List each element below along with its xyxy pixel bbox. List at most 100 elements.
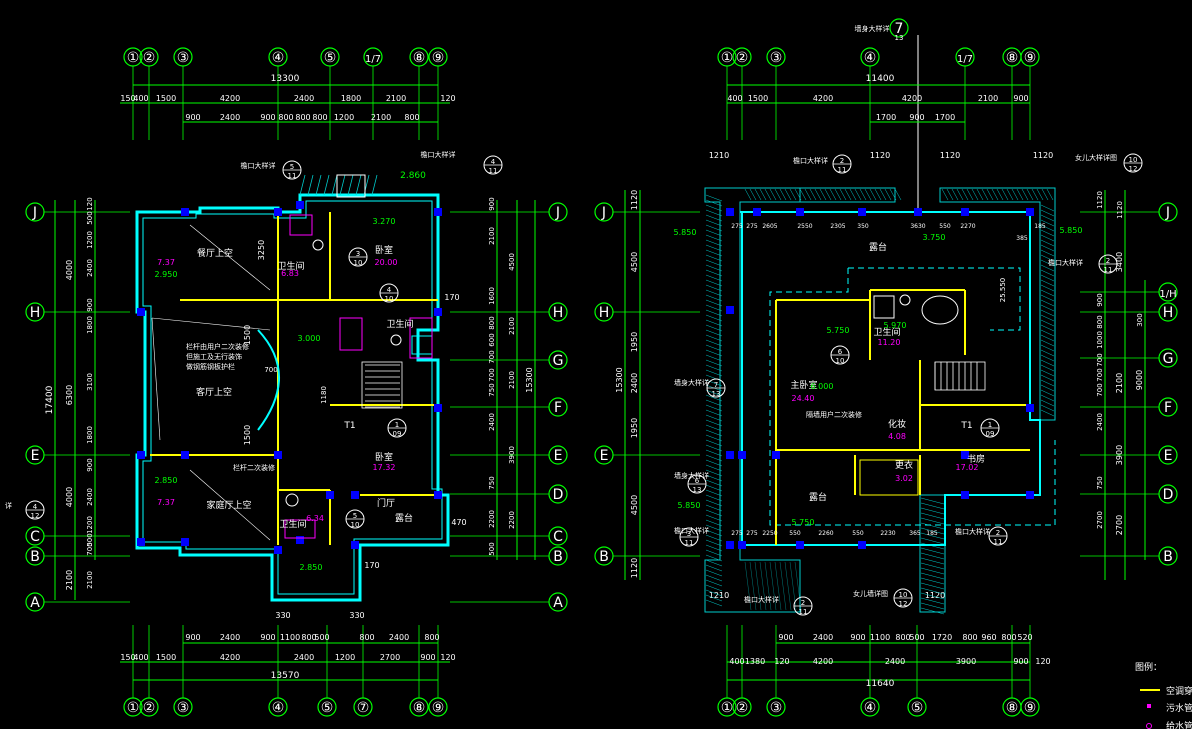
bottom-axis-bubble-label: ⑦ xyxy=(357,700,370,716)
dim-value: 1800 xyxy=(86,316,94,334)
dim-value: 470 xyxy=(451,518,466,527)
right-axis-bubble-label: J xyxy=(555,205,560,221)
area-value: 5.850 xyxy=(1060,226,1083,235)
roof-hatch xyxy=(749,561,757,611)
roof-hatch xyxy=(705,244,723,252)
area-value: 2.850 xyxy=(300,563,323,572)
column xyxy=(726,541,734,549)
roof-hatch xyxy=(705,299,723,307)
top-axis-bubble-label: 1/7 xyxy=(365,54,381,65)
area-value: 11.20 xyxy=(878,338,901,347)
column xyxy=(434,404,442,412)
roof-hatch xyxy=(1040,309,1055,317)
room-label: 书房 xyxy=(967,453,985,465)
dim-value: 900 xyxy=(86,298,94,311)
dim-value: 800 xyxy=(962,633,977,642)
roof-hatch xyxy=(371,174,378,196)
roof-hatch xyxy=(764,188,772,201)
right-axis-bubble-label: H xyxy=(1163,305,1174,321)
roof-hatch xyxy=(920,572,945,580)
dim-value: 500 xyxy=(86,533,94,546)
dim-value: 700 xyxy=(488,368,496,381)
roof-hatch xyxy=(854,188,862,201)
roof-hatch xyxy=(705,599,723,607)
roof-hatch xyxy=(705,194,723,202)
roof-hatch xyxy=(705,199,723,207)
column xyxy=(434,491,442,499)
roof-hatch xyxy=(1040,254,1055,262)
callout-label: 墙身大样详 xyxy=(674,471,709,480)
dim-value: 4200 xyxy=(813,657,833,666)
bottom-axis-bubble-label: ⑤ xyxy=(321,700,334,716)
roof-hatch xyxy=(705,579,723,587)
roof-hatch xyxy=(705,474,723,482)
callout-label: 檐口大样详 xyxy=(955,527,990,536)
column xyxy=(137,538,145,546)
dim-total: 11400 xyxy=(866,74,895,84)
dim-value: 960 xyxy=(981,633,996,642)
roof-hatch xyxy=(705,304,723,312)
bottom-axis-bubble-label: ⑧ xyxy=(413,700,426,716)
dim-value: 120 xyxy=(440,94,455,103)
dim-value: 500 xyxy=(488,542,496,555)
roof-hatch xyxy=(705,549,723,557)
room-label: 门厅 xyxy=(377,497,395,509)
dim-value: 1120 xyxy=(1033,151,1053,160)
roof-hatch xyxy=(859,188,867,201)
dim-value: 900 xyxy=(778,633,793,642)
dim-value: 3100 xyxy=(86,373,94,391)
roof-hatch xyxy=(920,507,945,515)
roof-hatch xyxy=(996,188,1004,201)
note: 隔墙用户二次装修 xyxy=(806,410,862,419)
roof-hatch xyxy=(920,522,945,530)
roof-hatch xyxy=(1040,399,1055,407)
area-value: 5.850 xyxy=(674,228,697,237)
area-value: 6.000 xyxy=(811,382,834,391)
detail-marker-bottom: 10 xyxy=(836,357,845,365)
area-value: 2.850 xyxy=(155,476,178,485)
column xyxy=(274,208,282,216)
roof-hatch xyxy=(1040,369,1055,377)
dim-value: 2400 xyxy=(294,653,314,662)
roof-hatch xyxy=(705,389,723,397)
room-label: 卧室 xyxy=(375,244,393,256)
roof-hatch xyxy=(705,349,723,357)
roof-hatch xyxy=(779,188,787,201)
roof-hatch xyxy=(705,259,723,267)
detail-marker-top: 1 xyxy=(988,421,992,429)
dim-value: 700 xyxy=(488,350,496,363)
dim-value: 800 xyxy=(424,633,439,642)
right-axis-bubble-label: B xyxy=(553,549,563,565)
roof-hatch xyxy=(331,174,338,196)
dim-value: 1200 xyxy=(86,516,94,534)
level-value: 2.860 xyxy=(400,171,426,181)
room-label: 卫生间 xyxy=(386,318,413,330)
column xyxy=(1026,208,1034,216)
column xyxy=(726,208,734,216)
roof-hatch xyxy=(779,561,787,611)
roof-hatch xyxy=(705,324,723,332)
stair xyxy=(934,361,986,391)
roof-hatch xyxy=(705,439,723,447)
roof-hatch xyxy=(1040,394,1055,402)
void-diagonal xyxy=(151,317,271,331)
roof-hatch xyxy=(1040,374,1055,382)
dim-value: 2200 xyxy=(488,510,496,528)
area-value: 20.00 xyxy=(375,258,398,267)
dim-value: 1100 xyxy=(870,633,890,642)
dim-value: 3250 xyxy=(257,240,266,260)
top-callout-sub: 13 xyxy=(895,34,904,42)
bottom-axis-bubble-label: ② xyxy=(736,700,749,716)
roof-hatch xyxy=(1040,234,1055,242)
roof-hatch xyxy=(1040,274,1055,282)
area-value: 24.40 xyxy=(792,394,815,403)
dim-value: 900 xyxy=(850,633,865,642)
roof-hatch xyxy=(1016,188,1024,201)
roof-hatch xyxy=(920,562,945,570)
bottom-axis-bubble-label: ④ xyxy=(864,700,877,716)
dim-value: 400 xyxy=(133,94,148,103)
roof-hatch xyxy=(705,464,723,472)
dim-value: 2400 xyxy=(488,413,496,431)
